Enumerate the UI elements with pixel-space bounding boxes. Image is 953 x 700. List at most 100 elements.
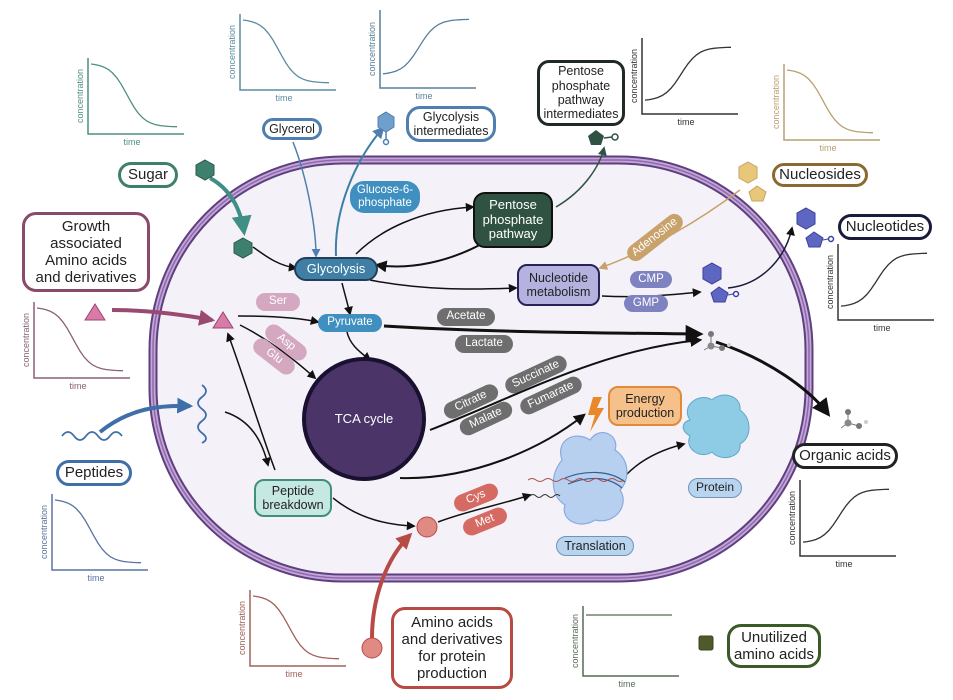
arrow-peptide-breakdown bbox=[224, 411, 271, 467]
arrow-ppp-glycolysis bbox=[374, 240, 488, 273]
label-glycerol: Glycerol bbox=[262, 118, 322, 140]
chart-x-label: time bbox=[873, 323, 890, 333]
label-line: phosphate bbox=[358, 197, 412, 209]
mini-chart-unutilized-amino-acids: time concentration bbox=[570, 606, 679, 689]
glucose-phosphate-icon bbox=[377, 111, 395, 146]
node-tca-cycle: TCA cycle bbox=[302, 357, 426, 481]
arrow-glycolysis-nucleotide bbox=[369, 279, 518, 293]
pill-ser: Ser bbox=[256, 293, 300, 311]
chart-axes bbox=[51, 494, 148, 571]
nucleotide-inner-icon bbox=[702, 262, 740, 303]
arrow-glycerol-glycolysis bbox=[292, 141, 321, 258]
chart-x-label: time bbox=[835, 559, 852, 569]
ppp-intermediate-icon bbox=[588, 130, 619, 145]
label-line: for protein bbox=[418, 648, 486, 665]
arrow-breakdown-aa bbox=[226, 332, 276, 471]
arrow-translation-protein bbox=[624, 441, 686, 477]
node-pyruvate: Pyruvate bbox=[318, 314, 382, 332]
chart-line bbox=[90, 63, 178, 128]
chart-line bbox=[786, 69, 874, 134]
chart-line bbox=[54, 499, 142, 564]
label-unutilized-aa: Unutilized amino acids bbox=[727, 624, 821, 668]
chart-axes bbox=[239, 14, 336, 91]
label-line: Pentose bbox=[558, 64, 604, 79]
mini-chart-glycolysis-intermediates: time concentration bbox=[367, 10, 476, 101]
chart-y-label: concentration bbox=[787, 491, 797, 545]
label-line: amino acids bbox=[733, 646, 815, 663]
chart-y-label: concentration bbox=[367, 22, 377, 76]
chart-axes bbox=[33, 302, 130, 379]
label-line: associated bbox=[50, 234, 122, 252]
node-pentose-phosphate-pathway: Pentose phosphate pathway bbox=[473, 192, 553, 248]
chart-x-label: time bbox=[618, 679, 635, 689]
chart-x-label: time bbox=[69, 381, 86, 391]
label-sugar: Sugar bbox=[118, 162, 178, 188]
chart-axes bbox=[379, 10, 476, 89]
chart-y-label: concentration bbox=[21, 313, 31, 367]
label-line: phosphate bbox=[482, 211, 544, 227]
arrow-aa-import bbox=[111, 308, 216, 326]
chart-axes bbox=[87, 58, 184, 135]
label-line: Peptide bbox=[271, 483, 315, 498]
chart-y-label: concentration bbox=[825, 255, 835, 309]
arrow-aa-tca bbox=[239, 324, 317, 380]
label-ppp-intermediates: Pentose phosphate pathway intermediates bbox=[537, 60, 625, 126]
arrow-tca-energy bbox=[399, 413, 586, 480]
peptide-external-icon bbox=[61, 431, 123, 441]
organic-acid-inner-icon bbox=[703, 331, 731, 351]
protein-blob-icon bbox=[682, 394, 750, 459]
growth-aa-triangle-icon bbox=[84, 303, 106, 321]
label-line: Unutilized bbox=[741, 628, 807, 646]
chart-x-label: time bbox=[123, 137, 140, 147]
chart-y-label: concentration bbox=[570, 614, 580, 668]
arrow-glycolysis-pyruvate bbox=[341, 282, 353, 316]
peptide-internal-icon bbox=[197, 384, 207, 444]
sugar-hexagon-icon bbox=[195, 159, 215, 181]
chart-line bbox=[242, 19, 330, 84]
cell-membrane-line bbox=[152, 159, 810, 579]
arrow-aa-pyruvate bbox=[237, 315, 320, 325]
chart-axes bbox=[837, 244, 934, 321]
pill-acetate: Acetate bbox=[437, 308, 495, 326]
label-nucleosides: Nucleosides bbox=[772, 163, 868, 187]
arrow-glycolysis-intermediates bbox=[334, 126, 385, 257]
node-translation: Translation bbox=[556, 536, 634, 556]
label-line: production bbox=[615, 406, 675, 420]
node-nucleotide-metabolism: Nucleotide metabolism bbox=[517, 264, 600, 306]
sugar-hexagon-inner-icon bbox=[233, 237, 253, 259]
chart-x-label: time bbox=[415, 91, 432, 101]
mini-chart-amino-acids-and-derivatives-for-protein-production: time concentration bbox=[237, 590, 346, 679]
arrow-organic-export bbox=[715, 340, 831, 417]
chart-line bbox=[36, 307, 124, 372]
arrow-glycolysis-ppp bbox=[355, 202, 475, 255]
label-line: pathway bbox=[557, 93, 605, 107]
label-glycolysis-intermediates: Glycolysis intermediates bbox=[406, 106, 496, 142]
chart-line bbox=[252, 595, 340, 660]
label-line: pathway bbox=[488, 226, 538, 242]
pathway-arrows bbox=[98, 126, 831, 639]
label-line: intermediates bbox=[543, 107, 619, 122]
arrow-breakdown-aa-protein bbox=[332, 497, 416, 531]
lightning-bolt-icon bbox=[588, 397, 604, 432]
mini-chart-nucleotides: time concentration bbox=[825, 244, 934, 333]
arrow-tca-organic bbox=[429, 334, 703, 431]
chart-y-label: concentration bbox=[771, 75, 781, 129]
label-line: Growth bbox=[61, 217, 111, 235]
chart-y-label: concentration bbox=[237, 601, 247, 655]
chart-x-label: time bbox=[87, 573, 104, 583]
protein-aa-external-icon bbox=[361, 637, 383, 659]
chart-y-label: concentration bbox=[75, 69, 85, 123]
label-line: and derivatives bbox=[35, 269, 137, 287]
arrow-protein-aa-import bbox=[370, 532, 413, 639]
arrow-peptide-import bbox=[98, 397, 194, 434]
label-line: intermediates bbox=[413, 124, 489, 138]
node-glycolysis: Glycolysis bbox=[294, 257, 378, 281]
chart-x-label: time bbox=[285, 669, 302, 679]
chart-x-label: time bbox=[819, 143, 836, 153]
label-line: Pentose bbox=[489, 196, 537, 212]
chart-y-label: concentration bbox=[227, 25, 237, 79]
node-energy-production: Energy production bbox=[608, 386, 682, 426]
unutilized-aa-square-icon bbox=[698, 635, 714, 651]
